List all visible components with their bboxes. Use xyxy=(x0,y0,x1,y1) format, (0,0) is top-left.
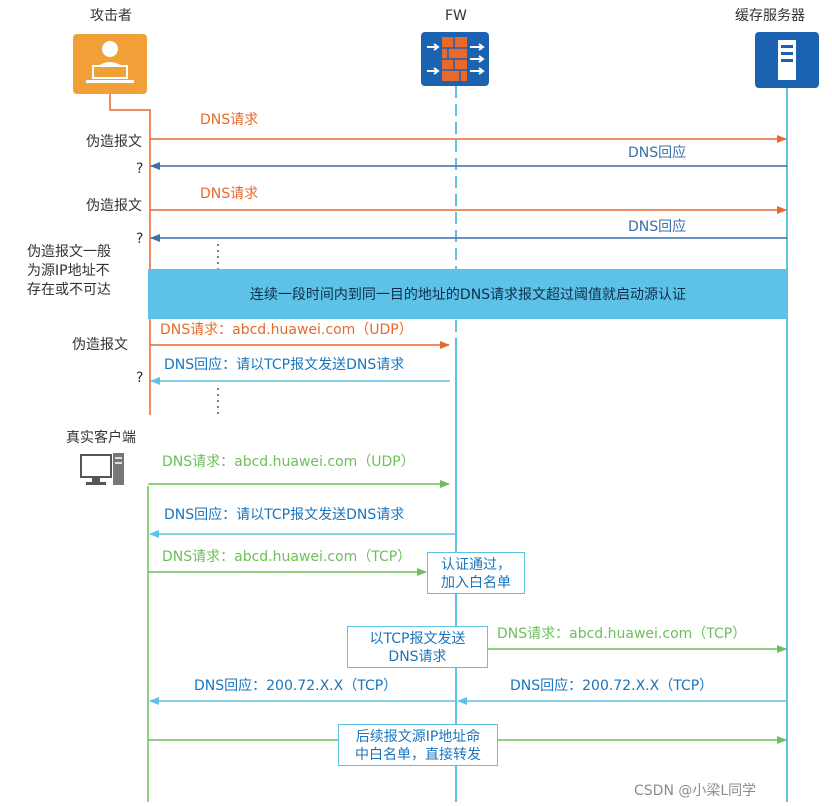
side-question-1: ? xyxy=(136,161,144,177)
side-forged-3: 伪造报文 xyxy=(72,337,128,353)
side-question-2: ? xyxy=(136,231,144,247)
msg-dns-request-1: DNS请求 xyxy=(200,112,259,128)
note-auth-pass-line-1: 认证通过， xyxy=(441,557,511,573)
desktop-computer-icon xyxy=(80,453,124,485)
msg-server-response: DNS回应：200.72.X.X（TCP） xyxy=(510,678,714,694)
note-auth-pass: 认证通过， 加入白名单 xyxy=(427,552,525,594)
msg-client-tcp-hint: DNS回应：请以TCP报文发送DNS请求 xyxy=(164,507,405,523)
side-forged-1: 伪造报文 xyxy=(86,134,142,150)
side-forged-general-2: 为源IP地址不 xyxy=(27,263,110,279)
note-tcp-send-line-1: 以TCP报文发送 xyxy=(369,631,466,647)
side-forged-2: 伪造报文 xyxy=(86,198,142,214)
msg-dns-response-1: DNS回应 xyxy=(628,145,687,161)
actor-cache-server: 缓存服务器 xyxy=(735,8,805,24)
msg-dns-response-tcp-forged: DNS回应：请以TCP报文发送DNS请求 xyxy=(164,357,405,373)
watermark: CSDN @小梁L同学 xyxy=(634,783,757,799)
source-auth-banner: 连续一段时间内到同一目的地址的DNS请求报文超过阈值就启动源认证 xyxy=(148,269,788,319)
msg-client-udp-request: DNS请求：abcd.huawei.com（UDP） xyxy=(162,454,415,470)
note-auth-pass-line-2: 加入白名单 xyxy=(441,575,511,592)
note-tcp-send: 以TCP报文发送 DNS请求 xyxy=(347,626,488,668)
msg-fw-tcp-to-server: DNS请求：abcd.huawei.com（TCP） xyxy=(497,626,747,642)
side-question-3: ? xyxy=(136,370,144,386)
msg-dns-request-udp-forged: DNS请求：abcd.huawei.com（UDP） xyxy=(160,322,413,338)
side-forged-general-1: 伪造报文一般 xyxy=(27,244,111,260)
note-whitelist-forward: 后续报文源IP地址命 中白名单，直接转发 xyxy=(338,724,498,766)
side-forged-general-3: 存在或不可达 xyxy=(27,282,111,298)
msg-dns-response-2: DNS回应 xyxy=(628,219,687,235)
actor-attacker: 攻击者 xyxy=(90,8,132,24)
msg-client-tcp-request: DNS请求：abcd.huawei.com（TCP） xyxy=(162,549,412,565)
attacker-lifeline xyxy=(109,94,151,415)
firewall-icon xyxy=(421,32,489,86)
note-whitelist-line-2: 中白名单，直接转发 xyxy=(355,747,481,764)
msg-dns-request-2: DNS请求 xyxy=(200,186,259,202)
note-whitelist-line-1: 后续报文源IP地址命 xyxy=(355,729,481,745)
attacker-icon xyxy=(73,34,147,94)
actor-firewall: FW xyxy=(445,8,467,24)
note-tcp-send-line-2: DNS请求 xyxy=(388,649,447,666)
server-icon xyxy=(755,32,819,88)
actor-real-client: 真实客户端 xyxy=(66,430,136,446)
msg-fw-response-to-client: DNS回应：200.72.X.X（TCP） xyxy=(194,678,398,694)
